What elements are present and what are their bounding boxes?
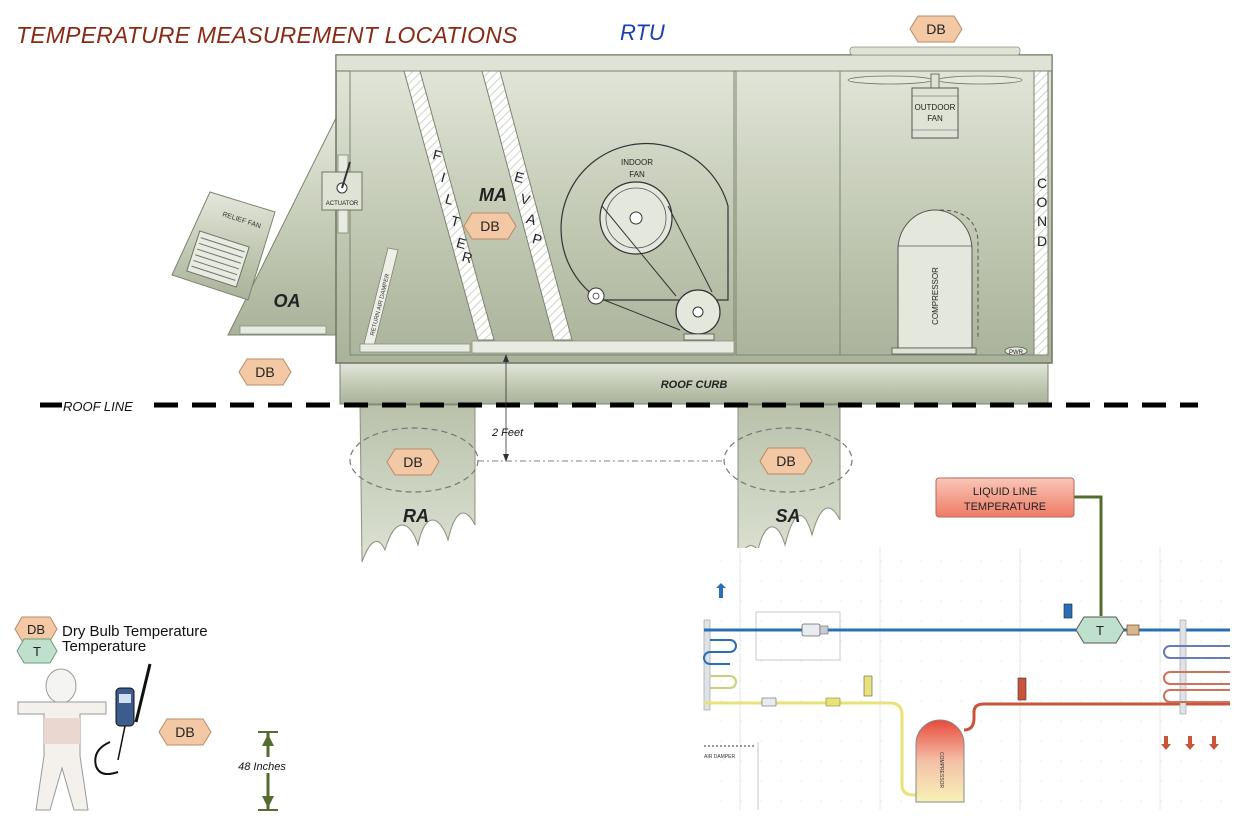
legend-t-icon: T [33, 644, 41, 659]
sa-measurement-zone [723, 427, 853, 493]
db-marker-ra: DB [386, 448, 440, 476]
supply-air-duct [737, 404, 841, 566]
ma-label: MA [479, 185, 507, 205]
db-marker-person-text: DB [175, 724, 194, 740]
roof-curb-label: ROOF CURB [661, 379, 728, 391]
rtu-top-rail [335, 54, 1053, 72]
diagram-title: TEMPERATURE MEASUREMENT LOCATIONS [16, 22, 518, 48]
filter-letter-5: E [455, 234, 468, 252]
oa-label: OA [274, 291, 301, 311]
cond-letter-o: O [1037, 194, 1048, 210]
cond-letter-c: C [1037, 175, 1047, 191]
compressor-label: COMPRESSOR [931, 267, 940, 325]
evaporator-coil [481, 70, 573, 341]
liquid-line-label-1: LIQUID LINE [973, 486, 1037, 498]
filter-letters: F I L T E R [431, 146, 474, 266]
db-marker-top-text: DB [926, 21, 945, 37]
legend-db-label: Dry Bulb Temperature [62, 623, 208, 640]
pwr-label: PWR [1009, 350, 1024, 356]
refrigerant-inset: T COMPRESSOR AIR DAMPER [703, 495, 1230, 810]
sa-label: SA [775, 506, 800, 526]
rtu-label: RTU [620, 20, 665, 45]
db-marker-sa: DB [759, 447, 813, 475]
forty-eight-inches-label: 48 Inches [238, 761, 286, 773]
cond-letter-n: N [1037, 213, 1047, 229]
actuator-label: ACTUATOR [326, 201, 359, 207]
db-marker-ra-text: DB [403, 454, 422, 470]
db-marker-ma: DB [463, 212, 517, 240]
person-figure [17, 663, 152, 811]
forty-eight-inch-dimension: 48 Inches [230, 731, 294, 811]
indoor-fan-label-2: FAN [629, 170, 645, 179]
rtu-top-cap [849, 46, 1021, 56]
db-marker-top: DB [909, 15, 963, 43]
filter [403, 70, 495, 341]
liquid-line-label-2: TEMPERATURE [964, 501, 1046, 513]
relief-fan: RELIEF FAN [171, 191, 276, 301]
ra-label: RA [403, 506, 429, 526]
evap-letter-p: P [531, 230, 544, 248]
outdoor-fan: OUTDOOR FAN [847, 73, 1023, 139]
small-damper-label: AIR DAMPER [704, 754, 736, 760]
two-feet-dimension: 2 Feet [478, 354, 724, 462]
indoor-fan: INDOOR FAN [560, 143, 729, 341]
cond-letter-d: D [1037, 233, 1047, 249]
filter-letter-1: F [431, 146, 443, 164]
liquid-line-temperature-box: LIQUID LINE TEMPERATURE [935, 477, 1075, 518]
db-marker-sa-text: DB [776, 453, 795, 469]
db-marker-person: DB [158, 718, 212, 746]
filter-letter-3: L [443, 190, 455, 208]
legend: DB Dry Bulb Temperature T Temperature [14, 616, 208, 664]
ra-measurement-zone [349, 427, 479, 493]
db-marker-oa: DB [238, 358, 292, 386]
evap-letter-e: E [513, 168, 526, 186]
roof-line-label: ROOF LINE [63, 399, 133, 414]
legend-t-label: Temperature [62, 638, 146, 655]
compressor-unit: COMPRESSOR [891, 209, 979, 355]
db-marker-ma-text: DB [480, 218, 499, 234]
outdoor-fan-label-2: FAN [927, 114, 943, 123]
two-feet-label: 2 Feet [491, 427, 524, 439]
indoor-fan-label-1: INDOOR [621, 158, 653, 167]
outdoor-fan-label-1: OUTDOOR [915, 103, 956, 112]
cond-letters: C O N D [1037, 175, 1048, 249]
db-marker-oa-text: DB [255, 364, 274, 380]
filter-letter-2: I [439, 169, 447, 185]
return-air-duct [359, 404, 476, 563]
small-compressor-label: COMPRESSOR [938, 752, 944, 789]
legend-db-icon: DB [27, 622, 45, 637]
t-marker-text: T [1096, 623, 1104, 638]
condenser-coil [1033, 70, 1049, 356]
filter-letter-6: R [460, 248, 474, 266]
